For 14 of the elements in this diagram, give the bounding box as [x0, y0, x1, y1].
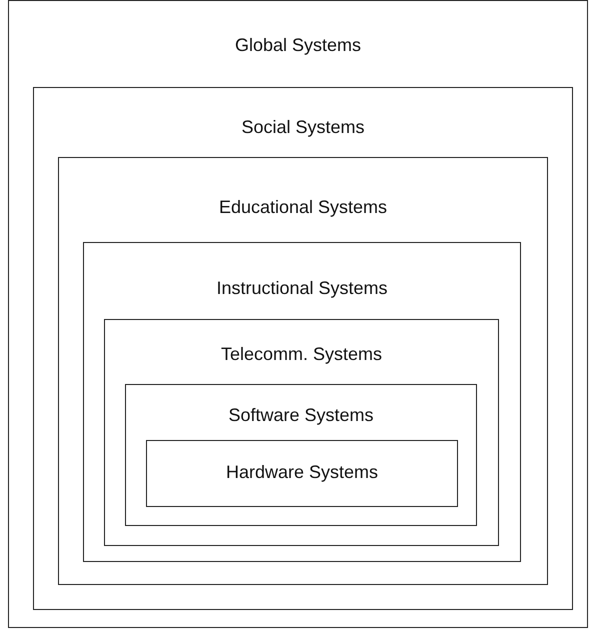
system-label: Telecomm. Systems — [220, 343, 382, 365]
system-label: Instructional Systems — [216, 277, 388, 299]
system-label: Software Systems — [228, 404, 374, 426]
system-box — [33, 87, 573, 610]
system-box — [125, 384, 477, 526]
system-box — [83, 242, 521, 562]
system-label: Social Systems — [241, 116, 365, 138]
system-box — [58, 157, 548, 585]
system-box — [104, 319, 499, 546]
system-label: Hardware Systems — [226, 461, 378, 483]
system-label: Educational Systems — [218, 196, 388, 218]
system-box — [146, 440, 458, 507]
system-label: Global Systems — [234, 34, 362, 56]
system-box — [8, 0, 588, 628]
